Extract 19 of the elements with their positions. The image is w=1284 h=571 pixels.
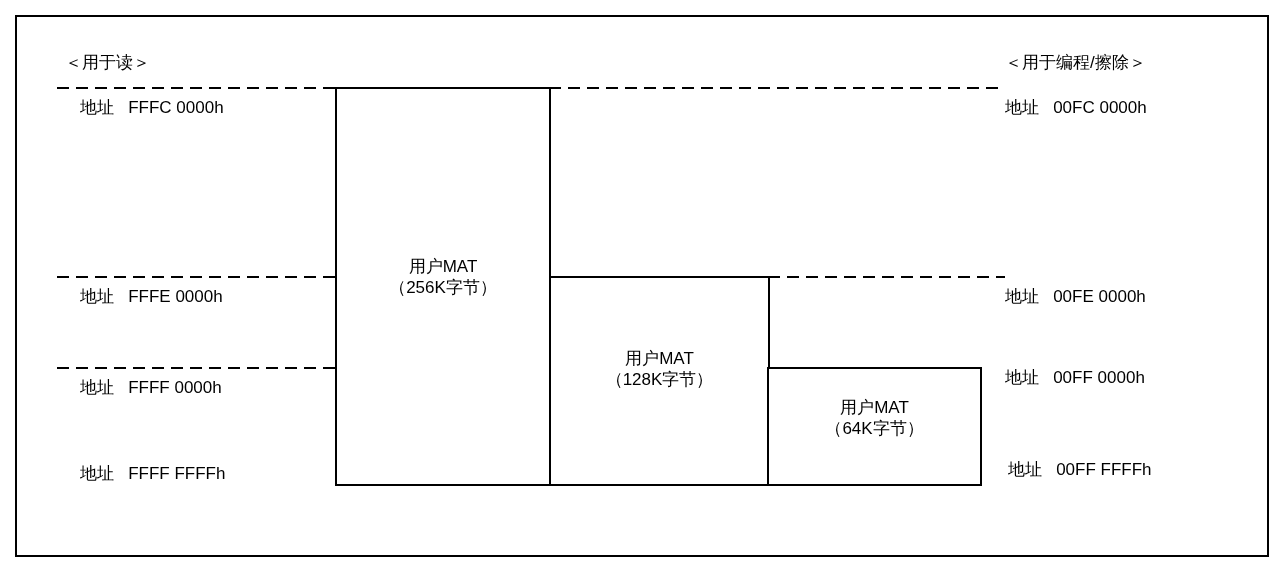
address-label: 地址 FFFF 0000h xyxy=(80,378,222,398)
block-name: 用户MAT xyxy=(839,397,910,418)
address-label: 地址 00FE 0000h xyxy=(1005,287,1146,307)
block-size: （64K字节） xyxy=(824,418,925,439)
address-label: 地址 00FF FFFFh xyxy=(1008,460,1152,480)
memory-block xyxy=(549,276,770,486)
address-label: 地址 FFFF FFFFh xyxy=(80,464,226,484)
block-name: 用户MAT xyxy=(624,348,695,369)
memory-block xyxy=(335,87,551,486)
block-name: 用户MAT xyxy=(407,256,479,277)
address-label: 地址 FFFC 0000h xyxy=(80,98,224,118)
memory-block xyxy=(767,367,982,486)
address-label: 地址 00FC 0000h xyxy=(1005,98,1147,118)
address-label: 地址 FFFE 0000h xyxy=(80,287,223,307)
section-heading: ＜用于编程/擦除＞ xyxy=(1005,53,1146,73)
address-label: 地址 00FF 0000h xyxy=(1005,368,1145,388)
block-size: （128K字节） xyxy=(604,369,715,390)
section-heading: ＜用于读＞ xyxy=(65,53,150,73)
block-size: （256K字节） xyxy=(388,277,498,298)
